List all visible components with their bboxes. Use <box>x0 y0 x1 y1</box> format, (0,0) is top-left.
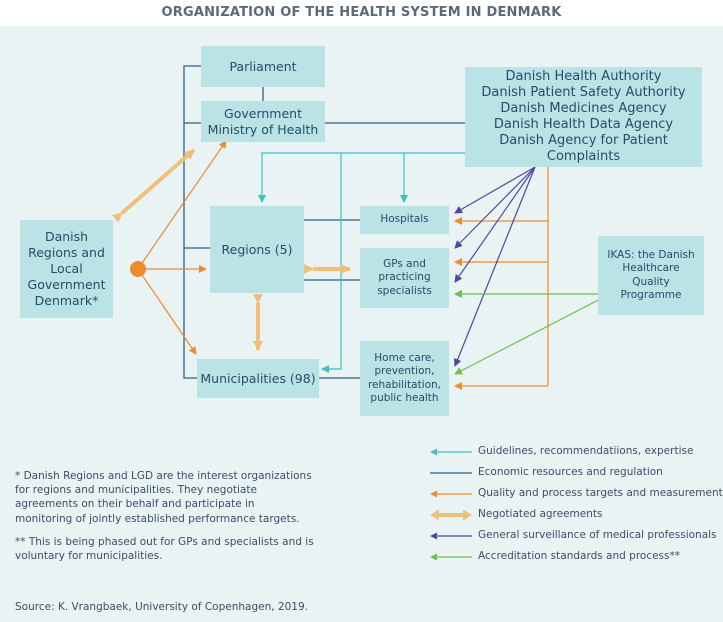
source-note: Source: K. Vrangbaek, University of Cope… <box>15 601 308 613</box>
ikas-box: IKAS: the Danish Healthcare Quality Prog… <box>598 236 704 315</box>
footnote-2: ** This is being phased out for GPs and … <box>15 536 314 563</box>
accreditation-lines <box>454 290 611 375</box>
regions-box: Regions (5) <box>210 206 304 293</box>
legend-item-surveillance: General surveillance of medical professi… <box>430 528 720 544</box>
footnote-1: * Danish Regions and LGD are the interes… <box>15 470 312 525</box>
municipalities-box: Municipalities (98) <box>197 359 319 398</box>
negotiated-lines <box>111 148 351 351</box>
quality-lines <box>137 140 549 390</box>
government-box: Government Ministry of Health <box>201 101 325 142</box>
home-care-box: Home care, prevention, rehabilitation, p… <box>360 341 449 416</box>
legend-item-accreditation: Accreditation standards and process** <box>430 549 720 565</box>
page-title: ORGANIZATION OF THE HEALTH SYSTEM IN DEN… <box>0 0 723 26</box>
legend-item-negotiated: Negotiated agreements <box>430 507 720 523</box>
surveillance-lines <box>453 166 536 367</box>
legend-item-economic: Economic resources and regulation <box>430 466 663 478</box>
danish-regions-box: Danish Regions and Local Government Denm… <box>20 220 113 318</box>
parliament-box: Parliament <box>201 46 325 87</box>
hospitals-box: Hospitals <box>360 206 449 234</box>
gps-box: GPs and practicing specialists <box>360 248 449 308</box>
agencies-box: Danish Health Authority Danish Patient S… <box>465 67 702 167</box>
legend-item-guidelines: Guidelines, recommendatiions, expertise <box>430 444 720 460</box>
legend-item-quality: Quality and process targets and measurem… <box>430 486 723 502</box>
guidelines-lines <box>258 152 465 373</box>
hub-node <box>130 261 146 277</box>
